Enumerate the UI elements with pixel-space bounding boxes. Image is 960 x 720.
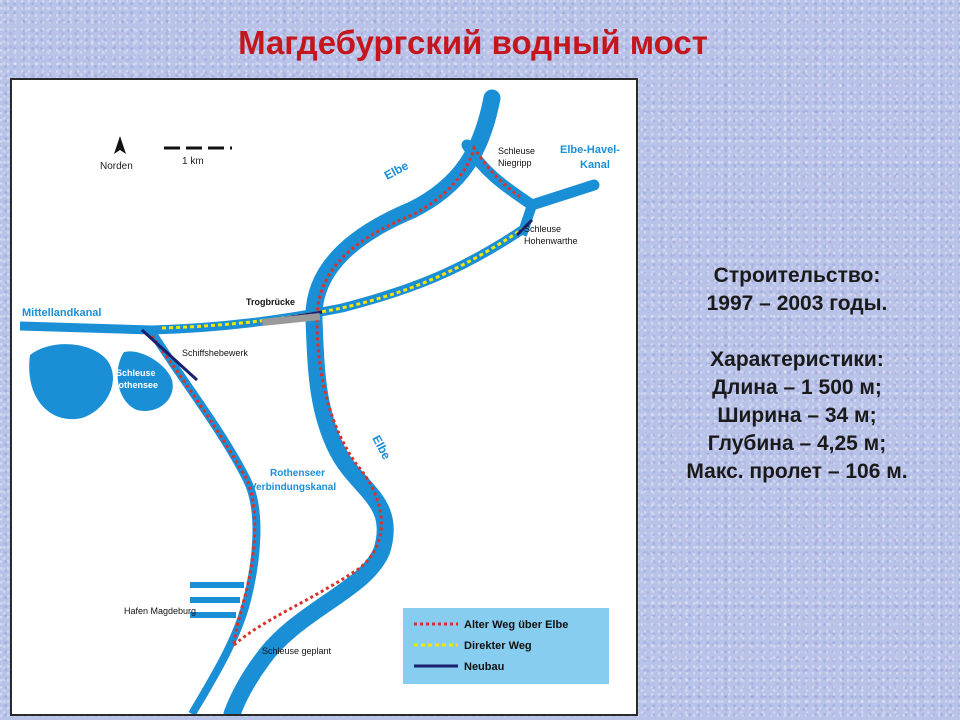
legend-label-alter-weg: Alter Weg über Elbe [464, 619, 568, 631]
verbindungskanal-label-1: Rothenseer [270, 468, 325, 479]
spacer [648, 318, 946, 346]
construction-heading: Строительство: [713, 264, 881, 287]
schleuse-geplant-label: Schleuse geplant [262, 646, 332, 656]
spec-length: Длина – 1 500 м; [712, 376, 882, 399]
elbe-lower-label: Elbe [369, 433, 393, 462]
legend: Alter Weg über Elbe Direkter Weg Neubau [403, 608, 609, 684]
schleuse-hohenwarthe-label-1: Schleuse [524, 224, 561, 234]
schleuse-niegripp-label-2: Niegripp [498, 158, 532, 168]
verbindungskanal-label-2: Verbindungskanal [250, 482, 336, 493]
info-block: Строительство: 1997 – 2003 годы. Характе… [648, 262, 946, 486]
map-canvas: Norden 1 km Elbe Elbe Elbe-Havel- Kanal … [19, 89, 620, 714]
route-map: Norden 1 km Elbe Elbe Elbe-Havel- Kanal … [10, 78, 638, 716]
legend-label-neubau: Neubau [464, 661, 504, 673]
alter-weg-route [150, 144, 523, 647]
trogbruecke-label: Trogbrücke [246, 297, 295, 307]
legend-label-direkter-weg: Direkter Weg [464, 640, 532, 652]
spec-width: Ширина – 34 м; [717, 404, 877, 427]
trogbruecke-marker [261, 312, 321, 327]
elbe-havel-kanal-label-2: Kanal [580, 159, 610, 171]
north-label: Norden [100, 161, 133, 172]
elbe-river [223, 89, 501, 714]
schiffshebewerk-label: Schiffshebewerk [182, 348, 248, 358]
slide-title: Магдебургский водный мост [238, 24, 708, 61]
verbindungskanal [148, 329, 261, 714]
north-arrow-icon [114, 136, 126, 154]
schleuse-rothensee-label-2: Rothensee [112, 380, 158, 390]
hafen-basins [190, 582, 244, 618]
spec-max-span: Макс. пролет – 106 м. [686, 460, 908, 483]
elbe-havel-kanal-label-1: Elbe-Havel- [560, 144, 620, 156]
schleuse-rothensee-label-1: Schleuse [116, 368, 156, 378]
hafen-magdeburg-label: Hafen Magdeburg [124, 606, 196, 616]
elbe-upper-label: Elbe [382, 158, 411, 182]
spec-depth: Глубина – 4,25 м; [707, 432, 887, 455]
direkter-weg-route [161, 224, 528, 330]
lake [29, 344, 173, 420]
specs-heading: Характеристики: [710, 348, 884, 371]
scale-label: 1 km [182, 156, 204, 167]
schleuse-niegripp-label-1: Schleuse [498, 146, 535, 156]
construction-years: 1997 – 2003 годы. [706, 292, 888, 315]
mittellandkanal-label: Mittellandkanal [22, 307, 101, 319]
schleuse-hohenwarthe-label-2: Hohenwarthe [524, 236, 578, 246]
